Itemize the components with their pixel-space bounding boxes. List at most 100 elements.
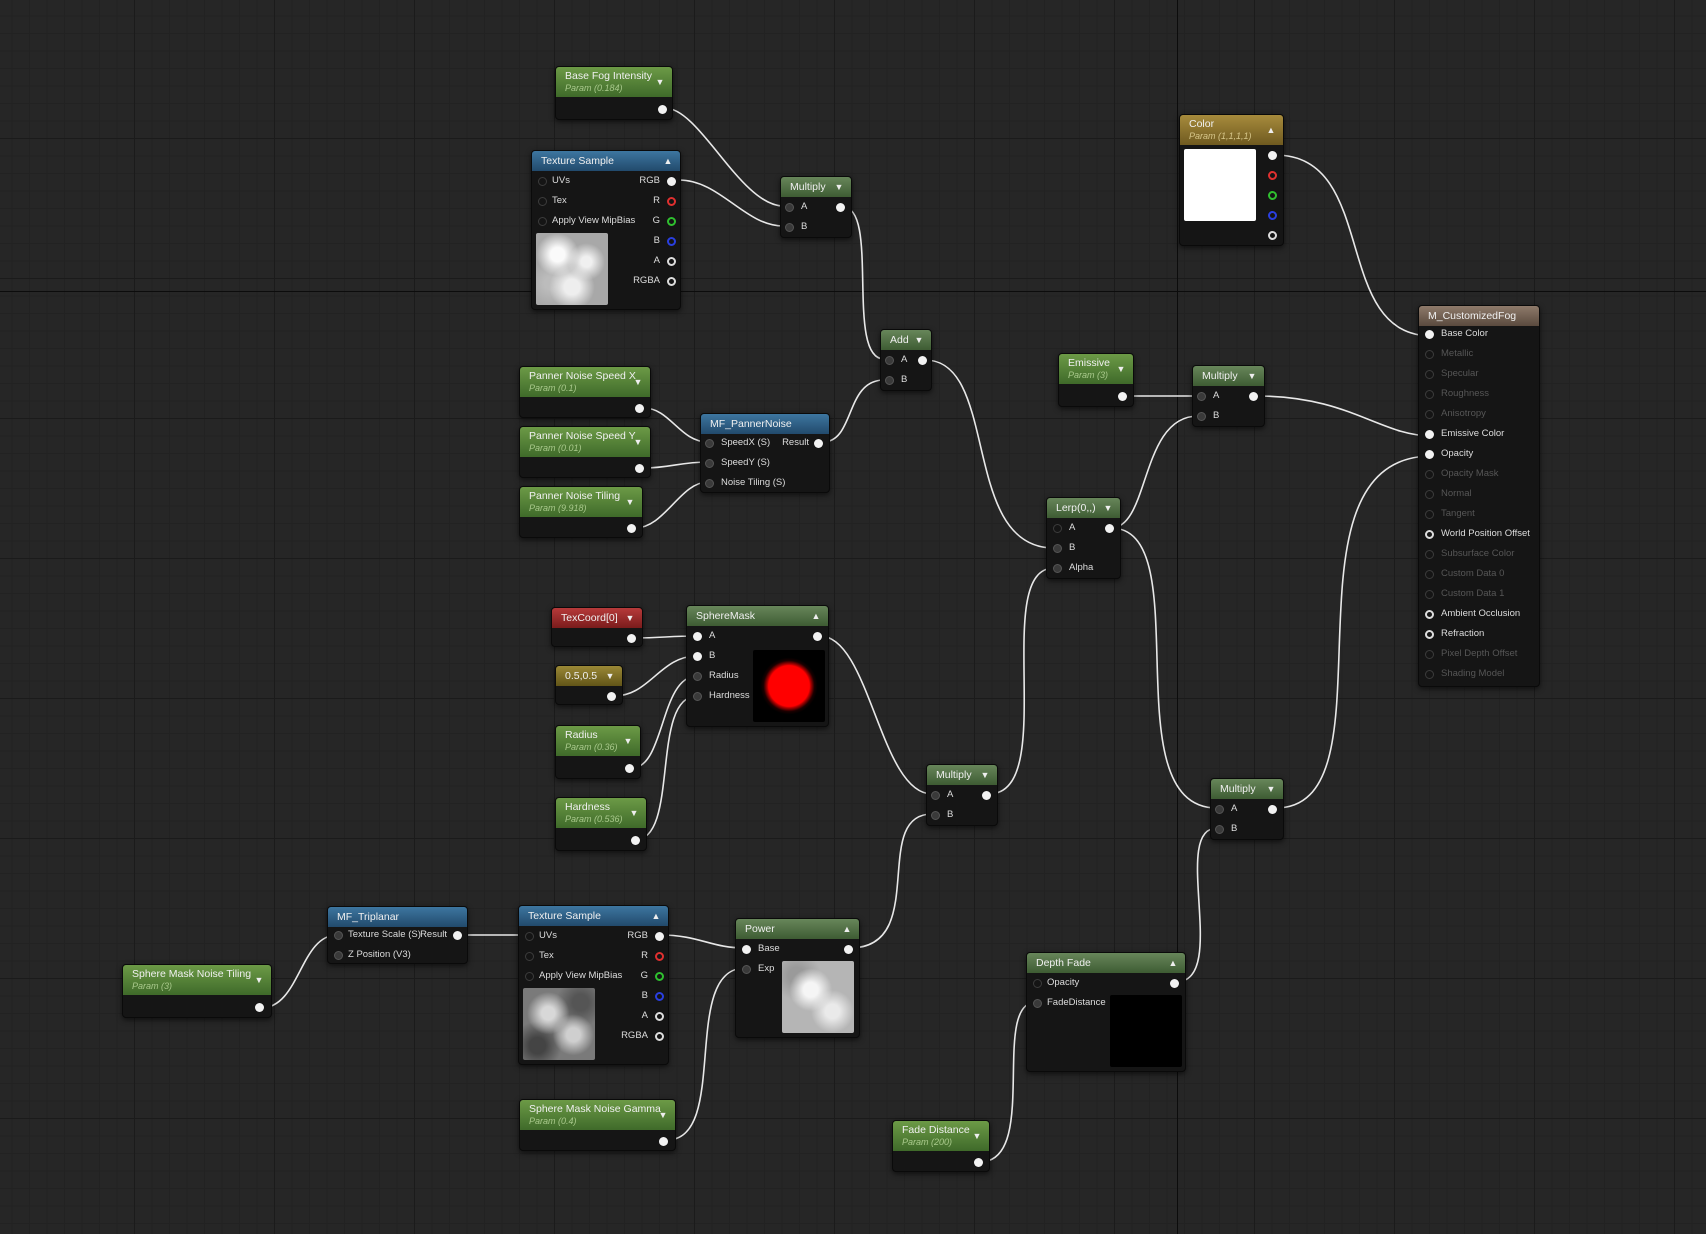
- input-pin[interactable]: [742, 945, 751, 954]
- g-output-pin[interactable]: [655, 972, 664, 981]
- output-pin[interactable]: [659, 1137, 668, 1146]
- chevron-down-icon[interactable]: ▼: [1116, 364, 1126, 374]
- material-input-pin[interactable]: [1425, 610, 1434, 619]
- multiply-sphere-node[interactable]: Multiply▼ A B: [926, 764, 998, 826]
- chevron-down-icon[interactable]: ▼: [834, 182, 844, 192]
- input-pin[interactable]: [705, 479, 714, 488]
- chevron-down-icon[interactable]: ▼: [1247, 371, 1257, 381]
- chevron-up-icon[interactable]: ▲: [651, 911, 661, 921]
- material-input-pin[interactable]: [1425, 550, 1434, 559]
- input-pin[interactable]: [1033, 999, 1042, 1008]
- output-pin[interactable]: [1170, 979, 1179, 988]
- output-pin[interactable]: [635, 464, 644, 473]
- a-output-pin[interactable]: [667, 257, 676, 266]
- rgb-output-pin[interactable]: [655, 932, 664, 941]
- chevron-down-icon[interactable]: ▼: [1103, 503, 1113, 513]
- output-pin[interactable]: [974, 1158, 983, 1167]
- input-pin[interactable]: [693, 692, 702, 701]
- chevron-down-icon[interactable]: ▼: [623, 736, 633, 746]
- chevron-down-icon[interactable]: ▼: [629, 808, 639, 818]
- material-input-pin[interactable]: [1425, 570, 1434, 579]
- input-pin[interactable]: [1053, 524, 1062, 533]
- output-pin[interactable]: [813, 632, 822, 641]
- result-output-pin[interactable]: [814, 439, 823, 448]
- input-pin[interactable]: [705, 459, 714, 468]
- rgba-output-pin[interactable]: [667, 277, 676, 286]
- output-pin[interactable]: [607, 692, 616, 701]
- input-pin[interactable]: [1053, 564, 1062, 573]
- texcoord-node[interactable]: TexCoord[0]▼: [551, 607, 643, 647]
- b-output-pin[interactable]: [667, 237, 676, 246]
- material-input-pin[interactable]: [1425, 630, 1434, 639]
- chevron-down-icon[interactable]: ▼: [658, 1110, 668, 1120]
- input-pin[interactable]: [525, 972, 534, 981]
- output-pin[interactable]: [625, 764, 634, 773]
- input-pin[interactable]: [1053, 544, 1062, 553]
- material-input-pin[interactable]: [1425, 410, 1434, 419]
- output-pin[interactable]: [918, 356, 927, 365]
- a-output-pin[interactable]: [1268, 231, 1277, 240]
- material-input-pin[interactable]: [1425, 650, 1434, 659]
- texture-sample-noise-node[interactable]: Texture Sample▲ UVs Tex Apply View MipBi…: [518, 905, 669, 1065]
- output-pin[interactable]: [627, 634, 636, 643]
- chevron-down-icon[interactable]: ▼: [980, 770, 990, 780]
- input-pin[interactable]: [693, 672, 702, 681]
- rgba-output-pin[interactable]: [655, 1032, 664, 1041]
- chevron-up-icon[interactable]: ▲: [811, 611, 821, 621]
- mf-panner-noise-node[interactable]: MF_PannerNoise SpeedX (S) SpeedY (S) Noi…: [700, 413, 830, 493]
- multiply-emissive-node[interactable]: Multiply▼ A B: [1192, 365, 1265, 427]
- output-pin[interactable]: [1118, 392, 1127, 401]
- chevron-up-icon[interactable]: ▲: [663, 156, 673, 166]
- input-pin[interactable]: [538, 217, 547, 226]
- output-pin[interactable]: [627, 524, 636, 533]
- material-input-pin[interactable]: [1425, 510, 1434, 519]
- r-output-pin[interactable]: [667, 197, 676, 206]
- input-pin[interactable]: [705, 439, 714, 448]
- g-output-pin[interactable]: [667, 217, 676, 226]
- material-input-pin[interactable]: [1425, 530, 1434, 539]
- output-pin[interactable]: [631, 836, 640, 845]
- chevron-down-icon[interactable]: ▼: [254, 975, 264, 985]
- chevron-up-icon[interactable]: ▲: [842, 924, 852, 934]
- input-pin[interactable]: [1215, 825, 1224, 834]
- chevron-up-icon[interactable]: ▲: [1266, 125, 1276, 135]
- output-pin[interactable]: [982, 791, 991, 800]
- constant-vector-node[interactable]: 0.5,0.5▼: [555, 665, 623, 705]
- add-node[interactable]: Add▼ A B: [880, 329, 932, 391]
- multiply-opacity-node[interactable]: Multiply▼ A B: [1210, 778, 1284, 840]
- input-pin[interactable]: [1197, 412, 1206, 421]
- input-pin[interactable]: [538, 197, 547, 206]
- input-pin[interactable]: [1215, 805, 1224, 814]
- input-pin[interactable]: [693, 652, 702, 661]
- chevron-down-icon[interactable]: ▼: [605, 671, 615, 681]
- g-output-pin[interactable]: [1268, 191, 1277, 200]
- output-pin[interactable]: [1268, 805, 1277, 814]
- chevron-down-icon[interactable]: ▼: [633, 437, 643, 447]
- input-pin[interactable]: [1033, 979, 1042, 988]
- output-pin[interactable]: [836, 203, 845, 212]
- sphere-mask-node[interactable]: SphereMask▲ A B Radius Hardness: [686, 605, 829, 727]
- output-pin[interactable]: [1105, 524, 1114, 533]
- lerp-node[interactable]: Lerp(0,,)▼ A B Alpha: [1046, 497, 1121, 579]
- chevron-down-icon[interactable]: ▼: [655, 77, 665, 87]
- input-pin[interactable]: [525, 952, 534, 961]
- chevron-down-icon[interactable]: ▼: [972, 1131, 982, 1141]
- output-pin[interactable]: [635, 404, 644, 413]
- output-pin[interactable]: [658, 105, 667, 114]
- b-output-pin[interactable]: [1268, 211, 1277, 220]
- input-pin[interactable]: [931, 811, 940, 820]
- material-input-pin[interactable]: [1425, 370, 1434, 379]
- chevron-up-icon[interactable]: ▲: [1168, 958, 1178, 968]
- input-pin[interactable]: [1197, 392, 1206, 401]
- input-pin[interactable]: [693, 632, 702, 641]
- material-input-pin[interactable]: [1425, 490, 1434, 499]
